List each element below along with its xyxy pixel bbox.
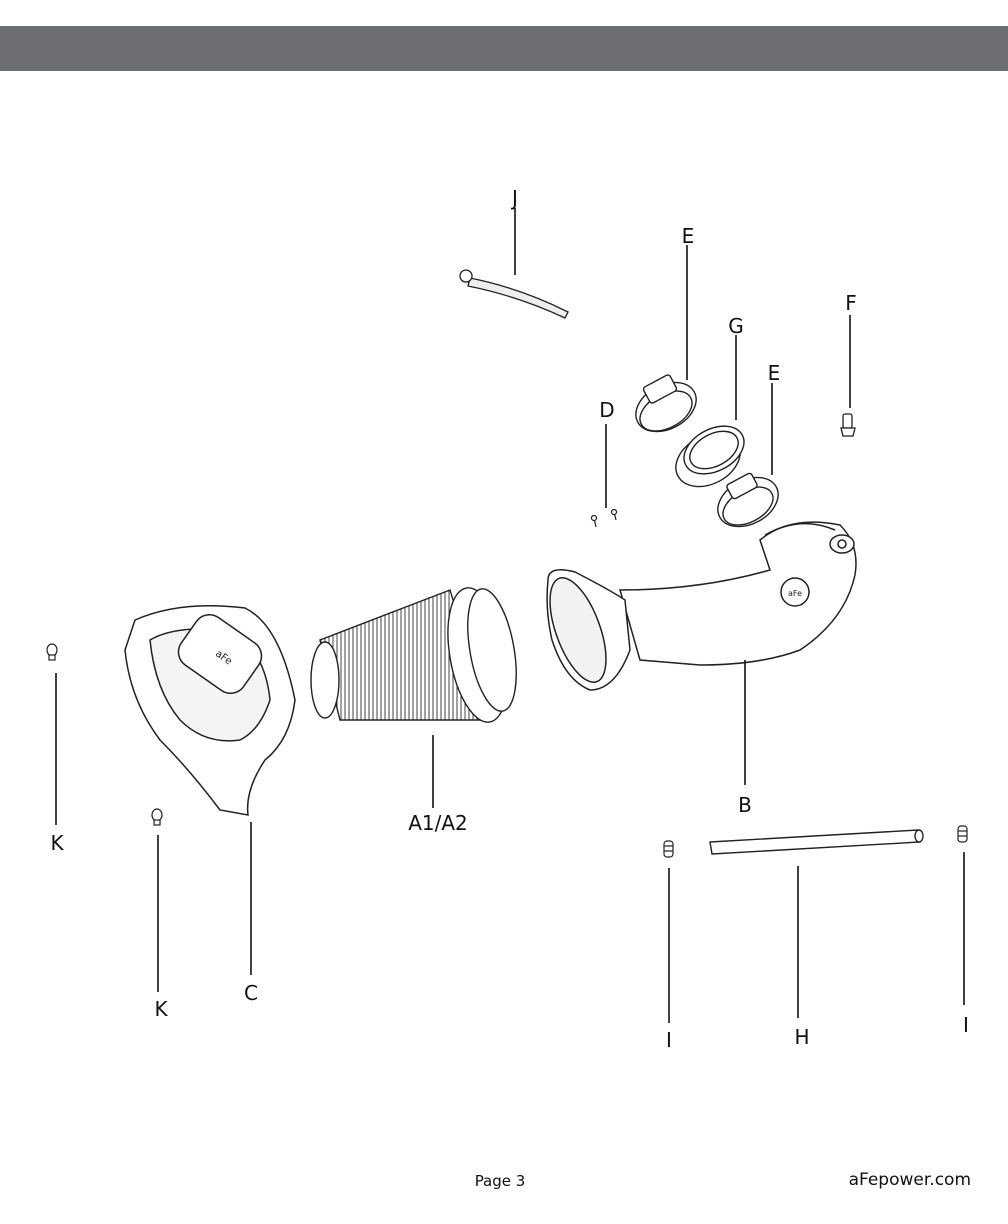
svg-text:aFe: aFe [788,589,802,598]
label-g: G [728,314,744,338]
zip-tie-part-j [459,208,569,319]
fitting-part-f [840,315,856,437]
vent-hose-part-h [709,829,924,1018]
footer-website: aFepower.com [848,1170,971,1190]
screws-part-d [590,424,618,528]
intake-tube-part-b: aFe [546,521,857,785]
label-e-top: E [682,224,695,248]
intake-housing-part-c: aFe [124,604,296,975]
label-b: B [738,793,752,817]
hose-clamp-part-e-top [635,245,697,433]
label-i-right: I [963,1013,969,1037]
grommet-part-k-left [46,643,58,825]
label-i-left: I [666,1028,672,1052]
label-h: H [794,1025,809,1049]
label-f: F [845,291,857,315]
grommet-part-k-bottom [151,808,163,992]
header-bar [0,26,1008,71]
label-d: D [599,398,614,422]
label-k-bottom: K [154,997,168,1021]
air-filter-part-a [310,587,517,808]
label-e-mid: E [768,361,781,385]
small-clamp-part-i-right [957,825,968,1005]
label-k-left: K [50,831,64,855]
label-a1-a2: A1/A2 [408,811,468,835]
small-clamp-part-i-left [663,840,674,1023]
silicone-coupler-part-g [675,335,745,488]
hose-clamp-part-e-mid [717,383,779,528]
label-j: J [510,186,518,210]
label-c: C [244,981,258,1005]
footer-page-number: Page 3 [474,1172,526,1190]
